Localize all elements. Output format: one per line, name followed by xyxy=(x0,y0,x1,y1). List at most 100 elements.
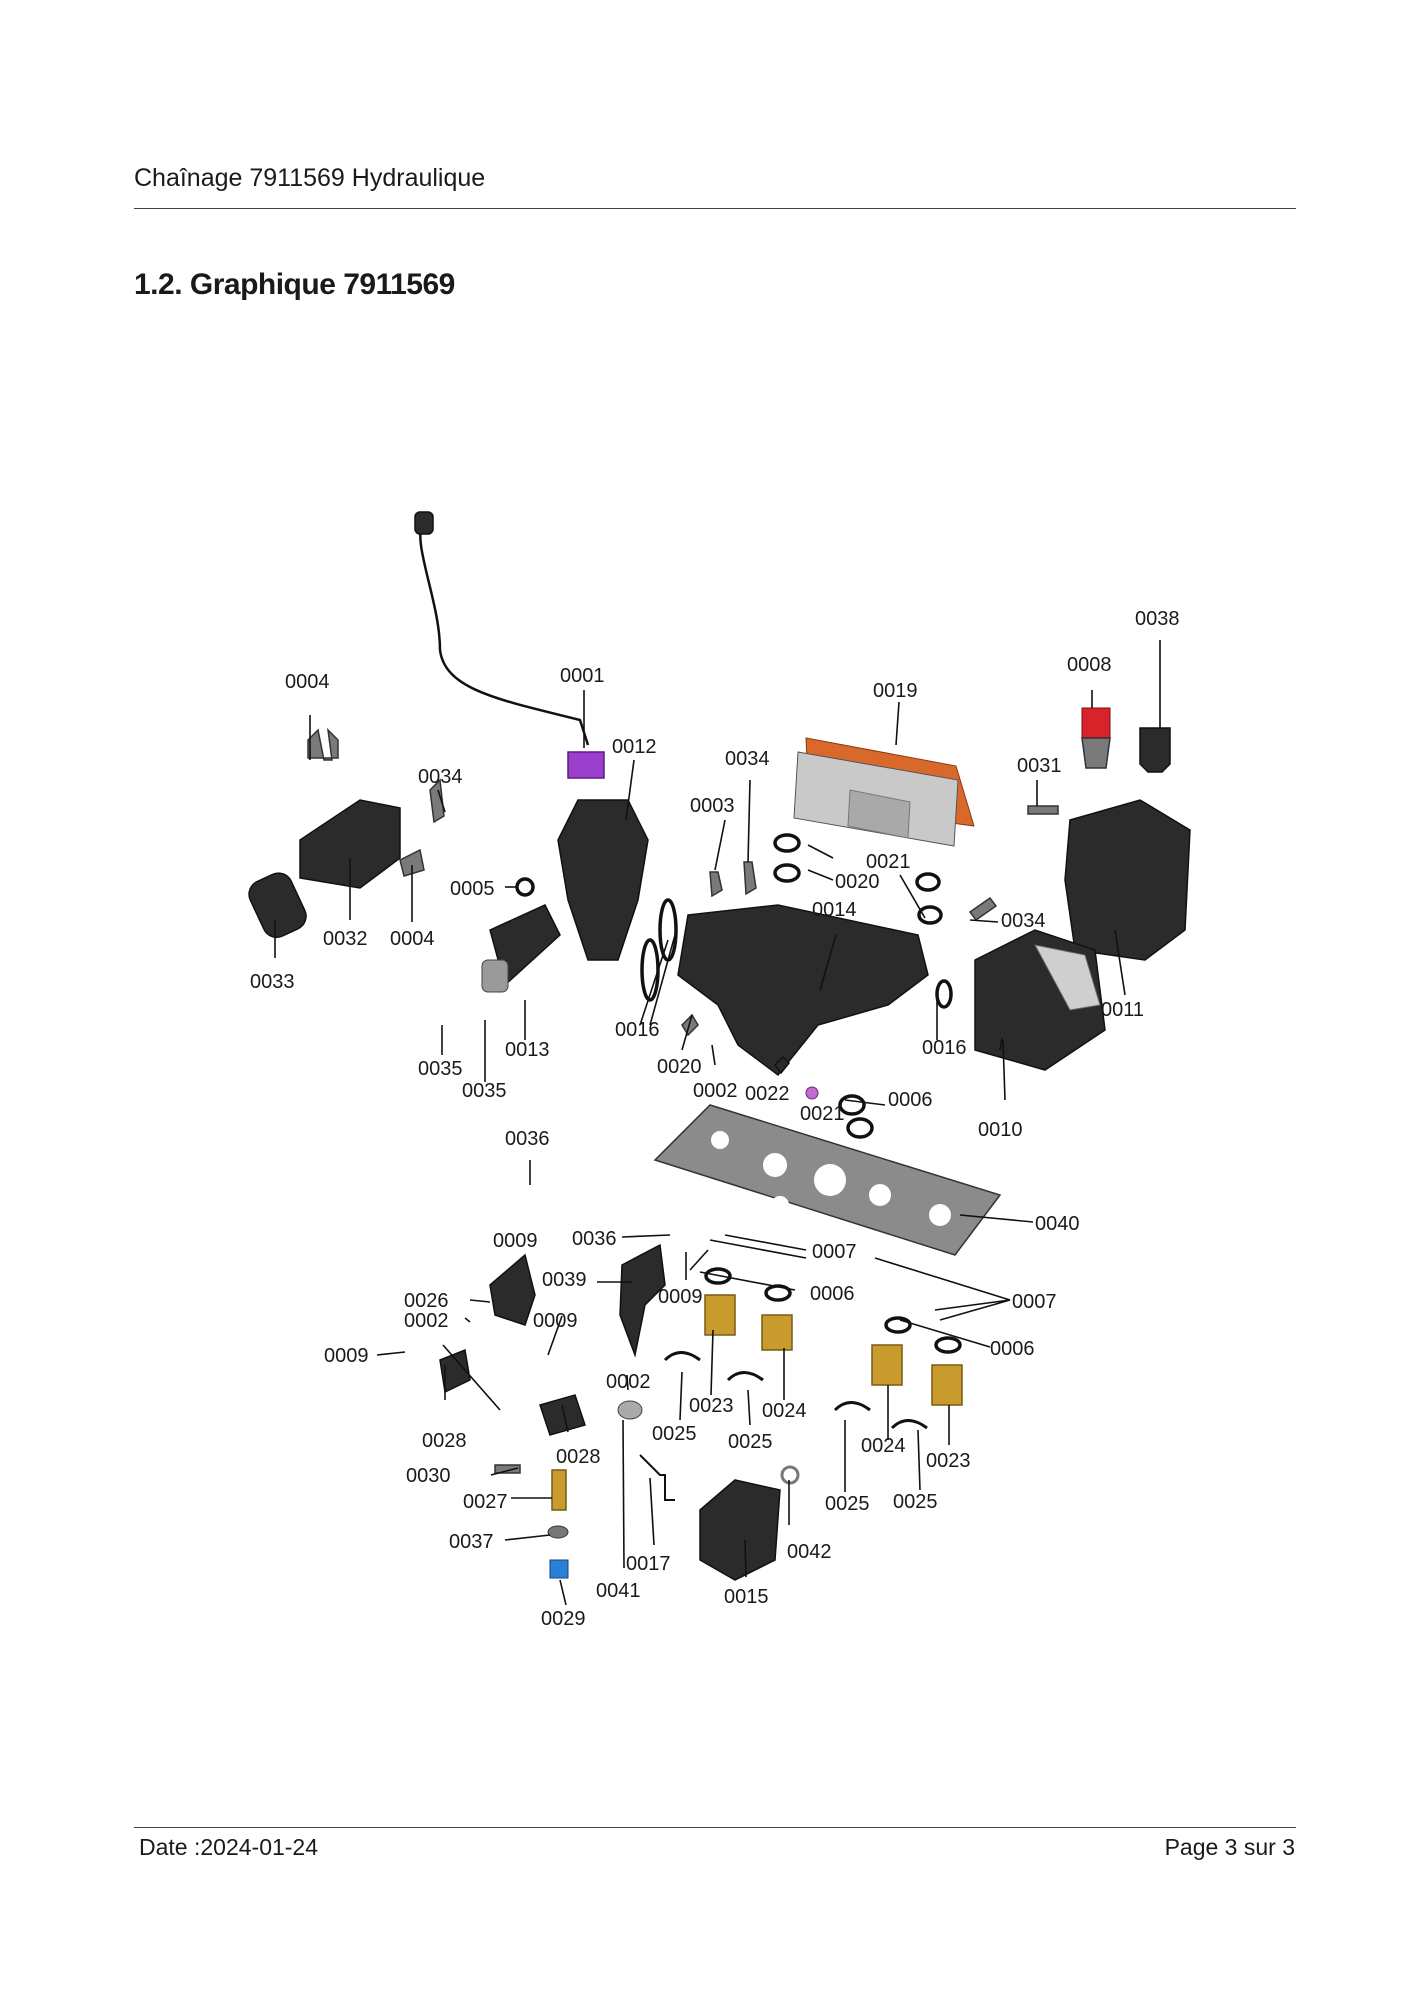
callout-0023-a: 0023 xyxy=(689,1395,734,1417)
clip-0004-a xyxy=(307,727,339,761)
callout-0004-a: 0004 xyxy=(285,671,330,693)
clip-0025-c xyxy=(833,1401,871,1412)
oring-0020-c xyxy=(915,872,941,892)
clip-0031 xyxy=(1027,805,1059,815)
callout-0024-b: 0024 xyxy=(861,1435,906,1457)
callout-0007-a: 0007 xyxy=(812,1241,857,1263)
ring-0021 xyxy=(805,1086,819,1100)
oring-0016-b xyxy=(640,938,660,1002)
pin-0017 xyxy=(639,1454,675,1501)
header-divider xyxy=(134,208,1296,209)
oring-0006-a xyxy=(838,1094,866,1116)
fitting-0024-a xyxy=(761,1314,793,1351)
mounting-plate-0040 xyxy=(653,1104,1002,1256)
callout-0018: 0020 xyxy=(657,1056,702,1078)
callout-0027: 0027 xyxy=(463,1491,508,1513)
callout-0042: 0042 xyxy=(787,1541,832,1563)
safety-valve-0008 xyxy=(1081,707,1111,739)
callout-0025-b: 0025 xyxy=(728,1431,773,1453)
valve-0039 xyxy=(619,1243,666,1358)
callout-0009-c: 0009 xyxy=(533,1310,578,1332)
oring-0020-b xyxy=(773,863,801,883)
callout-0002-b: 0002 xyxy=(404,1310,449,1332)
document-header-title: Chaînage 7911569 Hydraulique xyxy=(134,164,486,192)
clip-0025-d xyxy=(890,1419,928,1430)
leader-lines xyxy=(274,640,1161,1606)
callout-0016-a: 0016 xyxy=(615,1019,660,1041)
callout-0038: 0038 xyxy=(1135,608,1180,630)
cartridge-0033 xyxy=(248,872,307,939)
callout-0005: 0005 xyxy=(450,878,495,900)
callout-0036-b: 0036 xyxy=(572,1228,617,1250)
hydraulic-block-0014 xyxy=(677,904,929,1077)
oring-0016-c xyxy=(935,979,953,1009)
callout-0026: 0026 xyxy=(404,1290,449,1312)
callout-0021: 0021 xyxy=(800,1103,845,1125)
clip-0018 xyxy=(681,1013,699,1037)
flowmeter-0015 xyxy=(699,1479,781,1581)
washer-0041 xyxy=(617,1400,643,1420)
purple-cap xyxy=(567,751,605,779)
callout-0006-a: 0006 xyxy=(888,1089,933,1111)
clip-0004-b xyxy=(399,848,425,877)
callout-0003: 0003 xyxy=(690,795,735,817)
fitting-0023-b xyxy=(931,1364,963,1406)
callout-0040: 0040 xyxy=(1035,1213,1080,1235)
callout-0033: 0033 xyxy=(250,971,295,993)
callout-0024-a: 0024 xyxy=(762,1400,807,1422)
purge-0038 xyxy=(1139,727,1171,773)
callout-0006-c: 0006 xyxy=(990,1338,1035,1360)
oring-0016-a xyxy=(658,898,678,962)
ring-0042 xyxy=(780,1465,800,1485)
valve-body-0032 xyxy=(299,799,401,889)
clip-0003 xyxy=(709,871,723,898)
filter-mesh xyxy=(481,959,509,993)
callout-0012: 0012 xyxy=(612,736,657,758)
callout-0032: 0032 xyxy=(323,928,368,950)
heat-exchanger-0019 xyxy=(793,737,975,847)
oring-0006-b xyxy=(846,1117,874,1139)
callout-0004-b: 0004 xyxy=(390,928,435,950)
callout-0034-b: 0034 xyxy=(725,748,770,770)
callout-0019: 0019 xyxy=(873,680,918,702)
callout-0015: 0015 xyxy=(724,1586,769,1608)
callout-labels: 0001 0012 0004 0034 0005 0032 0004 0033 … xyxy=(250,608,1180,1630)
clip-0025-a xyxy=(663,1351,701,1362)
section-title: 1.2. Graphique 7911569 xyxy=(134,268,455,301)
clip-0034-b xyxy=(743,861,757,896)
callout-0009-b: 0009 xyxy=(658,1286,703,1308)
valve-body-0008 xyxy=(1081,737,1111,769)
footer-date: Date :2024-01-24 xyxy=(139,1834,319,1860)
callout-0031: 0031 xyxy=(1017,755,1062,777)
callout-0029: 0029 xyxy=(541,1608,586,1630)
fitting-0024-b xyxy=(871,1344,903,1386)
callout-0035-a: 0035 xyxy=(418,1058,463,1080)
callout-0008: 0008 xyxy=(1067,654,1112,676)
callout-0025-d: 0025 xyxy=(893,1491,938,1513)
callout-0022: 0022 xyxy=(745,1083,790,1105)
callout-0039: 0039 xyxy=(542,1269,587,1291)
part-0028-b xyxy=(539,1394,586,1436)
callout-0035-b: 0035 xyxy=(462,1080,507,1102)
callout-0016-b: 0016 xyxy=(922,1037,967,1059)
callout-0002-a: 0002 xyxy=(693,1080,738,1102)
fitting-0027 xyxy=(551,1469,567,1511)
fitting-0023-a xyxy=(704,1294,736,1336)
manifold-0012 xyxy=(557,799,649,961)
clip-0022 xyxy=(774,1055,791,1075)
clip-0025-b xyxy=(726,1371,764,1382)
callout-0009-a: 0009 xyxy=(493,1230,538,1252)
oring-0005 xyxy=(515,877,535,897)
clip-0030 xyxy=(494,1464,521,1474)
callout-0023-b: 0023 xyxy=(926,1450,971,1472)
callout-0041: 0041 xyxy=(596,1580,641,1602)
callout-0034-a: 0034 xyxy=(418,766,463,788)
sensor-plug xyxy=(414,511,434,535)
callout-0009-d: 0009 xyxy=(324,1345,369,1367)
callout-0001: 0001 xyxy=(560,665,605,687)
callout-0025-c: 0025 xyxy=(825,1493,870,1515)
clip-0034-a xyxy=(429,778,445,824)
callout-0037: 0037 xyxy=(449,1531,494,1553)
pump-flange xyxy=(1034,944,1101,1011)
footer-divider xyxy=(134,1827,1296,1828)
